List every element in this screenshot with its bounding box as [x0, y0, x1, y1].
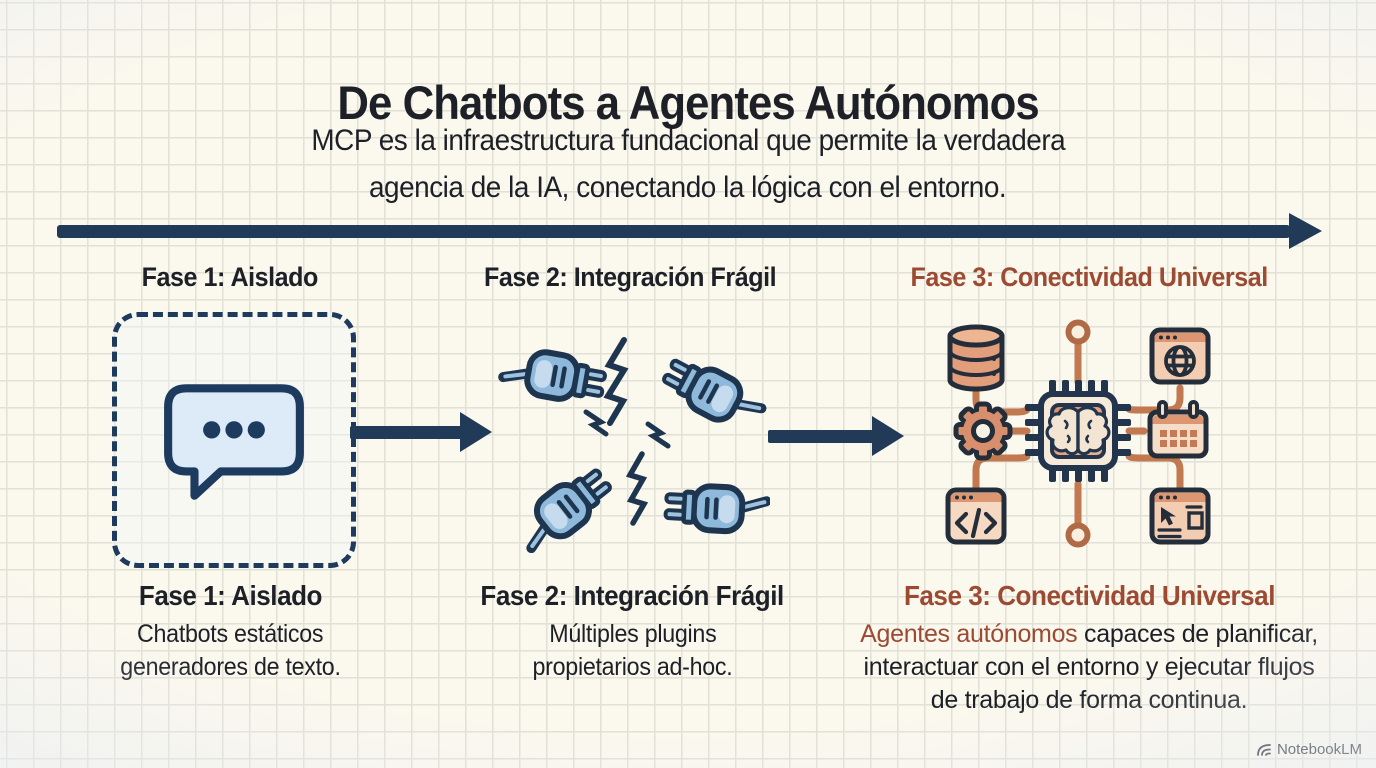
plug-icon [658, 351, 767, 437]
fase2-bottom-title-text: Fase 2: Integración Frágil [480, 580, 785, 611]
arrow-shaft [350, 426, 462, 439]
timeline-arrowhead-icon [1289, 213, 1322, 249]
fase3-bottom-title: Fase 3: Conectividad Universal [848, 580, 1330, 612]
fase3-body: Agentes autónomos capaces de planificar,… [848, 618, 1330, 717]
fase1-bottom-title: Fase 1: Aislado [60, 580, 400, 612]
cpu-brain-icon [1025, 380, 1131, 482]
fase1-description: Fase 1: Aislado Chatbots estáticos genera… [60, 580, 400, 684]
database-icon [947, 324, 1005, 392]
fase2-bottom-title: Fase 2: Integración Frágil [425, 580, 840, 612]
fase3-bottom-title-text: Fase 3: Conectividad Universal [903, 580, 1275, 611]
broken-plugs-icon [478, 337, 770, 574]
plug-icon [512, 461, 618, 557]
watermark-brand: NotebookLM [1276, 741, 1362, 758]
fase1-body-line1: Chatbots estáticos [136, 620, 324, 648]
fase1-top-label: Fase 1: Aislado [60, 262, 400, 293]
fase3-top-label-text: Fase 3: Conectividad Universal [910, 262, 1268, 292]
subtitle-line2: agencia de la IA, conectando la lógica c… [369, 170, 1007, 204]
subtitle-line1: MCP es la infraestructura fundacional qu… [311, 124, 1065, 157]
arrow-fase2-to-fase3 [768, 416, 904, 456]
fase2-description: Fase 2: Integración Frágil Múltiples plu… [425, 580, 840, 684]
fase2-body-line2: propietarios ad-hoc. [532, 653, 733, 681]
fase1-top-label-text: Fase 1: Aislado [141, 262, 319, 292]
notebooklm-logo-icon [1257, 743, 1271, 756]
timeline-arrow-shaft [57, 225, 1290, 238]
fase1-body: Chatbots estáticos generadores de texto. [60, 618, 400, 684]
cursor-browser-icon [1149, 487, 1211, 545]
fase3-top-label: Fase 3: Conectividad Universal [852, 262, 1326, 293]
fase2-top-label-text: Fase 2: Integración Frágil [483, 262, 777, 292]
plug-icon [501, 346, 607, 407]
globe-browser-icon [1149, 327, 1211, 385]
arrow-fase1-to-fase2 [350, 412, 492, 452]
fase2-top-label: Fase 2: Integración Frágil [420, 262, 840, 293]
gear-icon [953, 401, 1013, 461]
fase3-body-highlight: Agentes autónomos [860, 620, 1078, 648]
watermark: NotebookLM [1256, 741, 1362, 758]
plug-icon [665, 484, 767, 533]
subtitle: MCP es la infraestructura fundacional qu… [138, 118, 1238, 211]
fase1-bottom-title-text: Fase 1: Aislado [138, 580, 322, 611]
arrowhead-icon [872, 416, 904, 456]
timeline-arrow [57, 213, 1322, 249]
fase1-body-line2: generadores de texto. [119, 653, 341, 681]
arrow-shaft [768, 430, 874, 443]
code-window-icon [945, 487, 1007, 545]
fase1-dashed-box [112, 312, 356, 568]
fase2-body-line1: Múltiples plugins [548, 620, 717, 648]
calendar-icon [1147, 400, 1209, 459]
agent-network-icon [945, 319, 1211, 548]
fase3-description: Fase 3: Conectividad Universal Agentes a… [848, 580, 1330, 717]
chat-bubble-icon [164, 384, 304, 500]
fase2-body: Múltiples plugins propietarios ad-hoc. [425, 618, 840, 684]
